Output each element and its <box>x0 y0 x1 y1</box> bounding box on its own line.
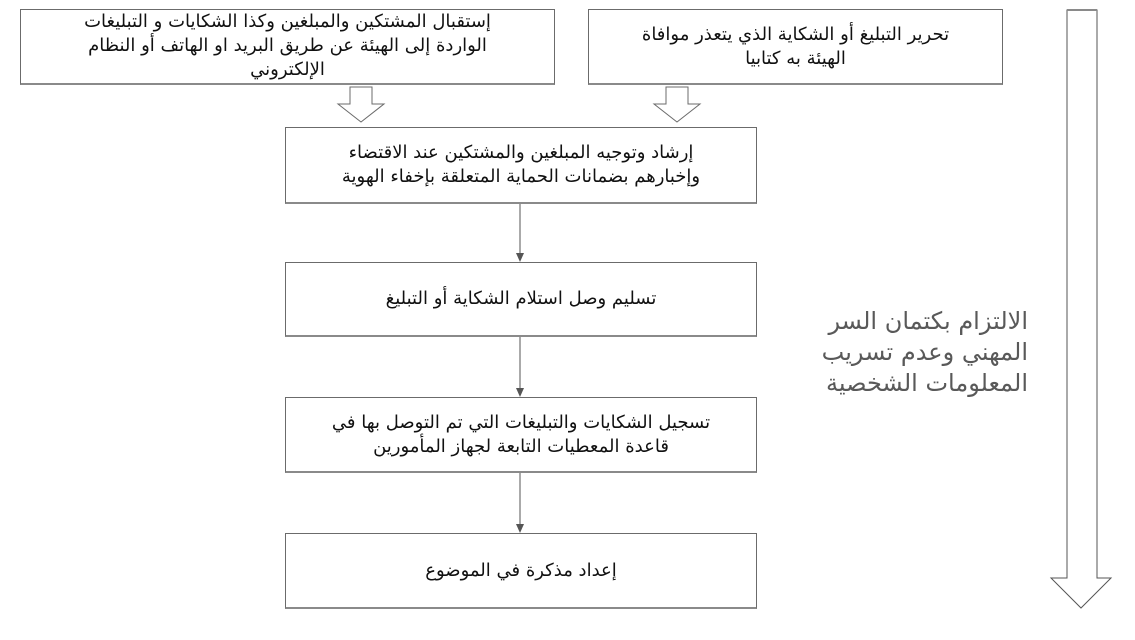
tall-block-arrow-down-icon <box>1049 9 1113 609</box>
guidance-line-2: وإخبارهم بضمانات الحماية المتعلقة بإخفاء… <box>341 166 701 187</box>
memo-line-1: إعداد مذكرة في الموضوع <box>425 559 617 581</box>
confidentiality-note: الالتزام بكتمان السر المهني وعدم تسريب ا… <box>800 306 1028 399</box>
register-line-2: قاعدة المعطيات التابعة لجهاز المأمورين <box>373 435 669 457</box>
receipt-step-box: تسليم وصل استلام الشكاية أو التبليغ <box>285 262 757 337</box>
written-line-1: تحرير التبليغ أو الشكاية الذي يتعذر مواف… <box>641 23 950 45</box>
guidance-line-1: إرشاد وتوجيه المبلغين والمشتكين عند الاق… <box>348 142 694 163</box>
memo-step-box: إعداد مذكرة في الموضوع <box>285 533 757 609</box>
intake-line-3: الإلكتروني <box>250 59 325 80</box>
receipt-line-1: تسليم وصل استلام الشكاية أو التبليغ <box>385 288 657 309</box>
intake-line-2: الواردة إلى الهيئة عن طريق البريد او اله… <box>88 35 487 56</box>
register-line-1: تسجيل الشكايات والتبليغات التي تم التوصل… <box>331 411 711 433</box>
note-line-1: الالتزام بكتمان السر <box>828 307 1028 335</box>
intake-line-1: إستقبال المشتكين والمبلغين وكذا الشكايات… <box>84 11 491 32</box>
block-arrow-down-icon <box>652 86 702 123</box>
written-report-box: تحرير التبليغ أو الشكاية الذي يتعذر مواف… <box>588 9 1003 85</box>
arrowhead-icon <box>516 253 524 262</box>
block-arrow-down-icon <box>336 86 386 123</box>
guidance-step-box: إرشاد وتوجيه المبلغين والمشتكين عند الاق… <box>285 127 757 204</box>
note-line-2: المهني وعدم تسريب <box>821 338 1028 366</box>
intake-box: إستقبال المشتكين والمبلغين وكذا الشكايات… <box>20 9 555 85</box>
arrowhead-icon <box>516 524 524 533</box>
note-line-3: المعلومات الشخصية <box>826 369 1028 397</box>
register-step-box: تسجيل الشكايات والتبليغات التي تم التوصل… <box>285 397 757 473</box>
written-line-2: الهيئة به كتابيا <box>745 47 846 69</box>
arrowhead-icon <box>516 388 524 397</box>
